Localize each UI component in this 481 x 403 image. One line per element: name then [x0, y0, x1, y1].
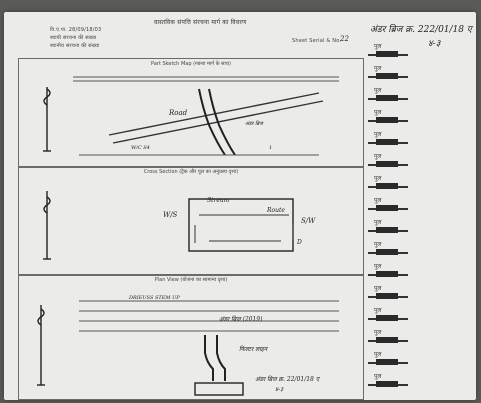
- signal-post-icon: [37, 305, 45, 386]
- header-left-line-3: स्थानीय संरचना की संख्या: [50, 43, 100, 49]
- document-title: वास्तविक संपत्ति संरचना मार्ग का विवरण: [154, 19, 247, 26]
- right-column-label: पुल: [374, 285, 382, 292]
- right-column-label: पुल: [374, 219, 382, 226]
- cross-section-drawing: [43, 191, 294, 260]
- right-column-mark: [376, 337, 398, 343]
- handwritten-bridge-number: अंडर ब्रिज क्र. 222/01/18 ए: [370, 25, 472, 35]
- sheet-serial-label: Sheet Serial & No.: [292, 38, 342, 44]
- right-column-row: पुल: [364, 174, 474, 194]
- ws-label: W/S: [163, 211, 178, 219]
- right-column-label: पुल: [374, 351, 382, 358]
- right-column-mark: [376, 293, 398, 299]
- right-column-mark: [376, 381, 398, 387]
- sketch-map-drawing: [43, 76, 339, 156]
- section-title: Cross Section (ट्रैक और पुल का अनुप्रस्थ…: [143, 169, 239, 175]
- right-column-row: पुल: [364, 372, 474, 392]
- right-column-mark: [376, 95, 398, 101]
- section-cross-section: Cross Section (ट्रैक और पुल का अनुप्रस्थ…: [18, 166, 364, 276]
- right-column-label: पुल: [374, 175, 382, 182]
- header-left-line-2: स्थायी संरचना की संख्या: [50, 35, 97, 41]
- right-column-mark: [376, 249, 398, 255]
- right-column-row: पुल: [364, 262, 474, 282]
- right-column-row: पुल: [364, 108, 474, 128]
- right-column-label: पुल: [374, 131, 382, 138]
- right-column-label: पुल: [374, 197, 382, 204]
- right-column-label: पुल: [374, 307, 382, 314]
- right-column-label: पुल: [374, 373, 382, 380]
- d-label: D: [297, 239, 302, 246]
- right-column-mark: [376, 227, 398, 233]
- filter-line-label: फिल्टर लाइन: [239, 346, 268, 353]
- header-left-line-1: वि.ए.पा. 28/09/18/03: [50, 27, 102, 33]
- right-column-row: पुल: [364, 130, 474, 150]
- right-column-mark: [376, 183, 398, 189]
- right-column-label: पुल: [374, 153, 382, 160]
- right-column-row: पुल: [364, 42, 474, 62]
- right-column-mark: [376, 315, 398, 321]
- right-column-row: पुल: [364, 350, 474, 370]
- right-column-row: पुल: [364, 306, 474, 326]
- document-sheet: वास्तविक संपत्ति संरचना मार्ग का विवरण व…: [4, 12, 476, 400]
- plan-view-drawing: [37, 300, 339, 396]
- right-column-mark: [376, 73, 398, 79]
- section-part-sketch: Part Sketch Map (नक्शा मार्ग के साथ) Roa…: [18, 58, 364, 168]
- right-column-mark: [376, 271, 398, 277]
- right-column-label: पुल: [374, 329, 382, 336]
- right-column-label: पुल: [374, 241, 382, 248]
- right-column-row: पुल: [364, 328, 474, 348]
- handwritten-km-number: ४-३: [428, 39, 441, 49]
- sheet-serial-value: 22: [340, 35, 349, 43]
- upstream-label: DRIEUSS STEM UP: [129, 295, 180, 301]
- right-column-label: पुल: [374, 263, 382, 270]
- signal-post-icon: [43, 87, 51, 152]
- right-column-label: पुल: [374, 87, 382, 94]
- plan-km-number: ४-३: [275, 386, 284, 393]
- plan-bridge-label: अंडर ब्रिज (2019): [219, 316, 263, 323]
- section-plan-view: Plan View (योजना का सामान्य दृश्य) DRIEU…: [18, 274, 364, 400]
- sketch-number-label: 1: [269, 145, 273, 151]
- underbridge-label: अंडर ब्रिज: [245, 121, 263, 127]
- right-column-mark: [376, 51, 398, 57]
- sw-label: S/W: [301, 217, 316, 225]
- wc-label: W/C S4: [131, 145, 150, 151]
- right-column-mark: [376, 161, 398, 167]
- right-column-row: पुल: [364, 64, 474, 84]
- right-column-mark: [376, 117, 398, 123]
- right-column-label: पुल: [374, 43, 382, 50]
- signal-post-icon: [43, 191, 51, 260]
- right-column-mark: [376, 205, 398, 211]
- stream-label: Stream: [207, 197, 230, 204]
- right-column-label: पुल: [374, 109, 382, 116]
- right-column-row: पुल: [364, 240, 474, 260]
- section-title: Part Sketch Map (नक्शा मार्ग के साथ): [151, 61, 231, 67]
- right-column-mark: [376, 359, 398, 365]
- right-column-row: पुल: [364, 86, 474, 106]
- right-column-marks: पुल पुल पुल पुल पुल पुल पुल पुल पुल पुल पुल पुल पुल प…: [364, 42, 474, 400]
- right-column-row: पुल: [364, 196, 474, 216]
- right-column-row: पुल: [364, 218, 474, 238]
- section-title: Plan View (योजना का सामान्य दृश्य): [154, 277, 228, 283]
- right-column-label: पुल: [374, 65, 382, 72]
- road-label: Road: [169, 109, 188, 117]
- right-column-row: पुल: [364, 152, 474, 172]
- right-column-row: पुल: [364, 284, 474, 304]
- route-label: Route: [267, 207, 285, 214]
- right-column-mark: [376, 139, 398, 145]
- document-header: वास्तविक संपत्ति संरचना मार्ग का विवरण व…: [4, 12, 476, 58]
- plan-bridge-number: अंडर ब्रिज क्र. 22/01/18 ए: [255, 376, 320, 383]
